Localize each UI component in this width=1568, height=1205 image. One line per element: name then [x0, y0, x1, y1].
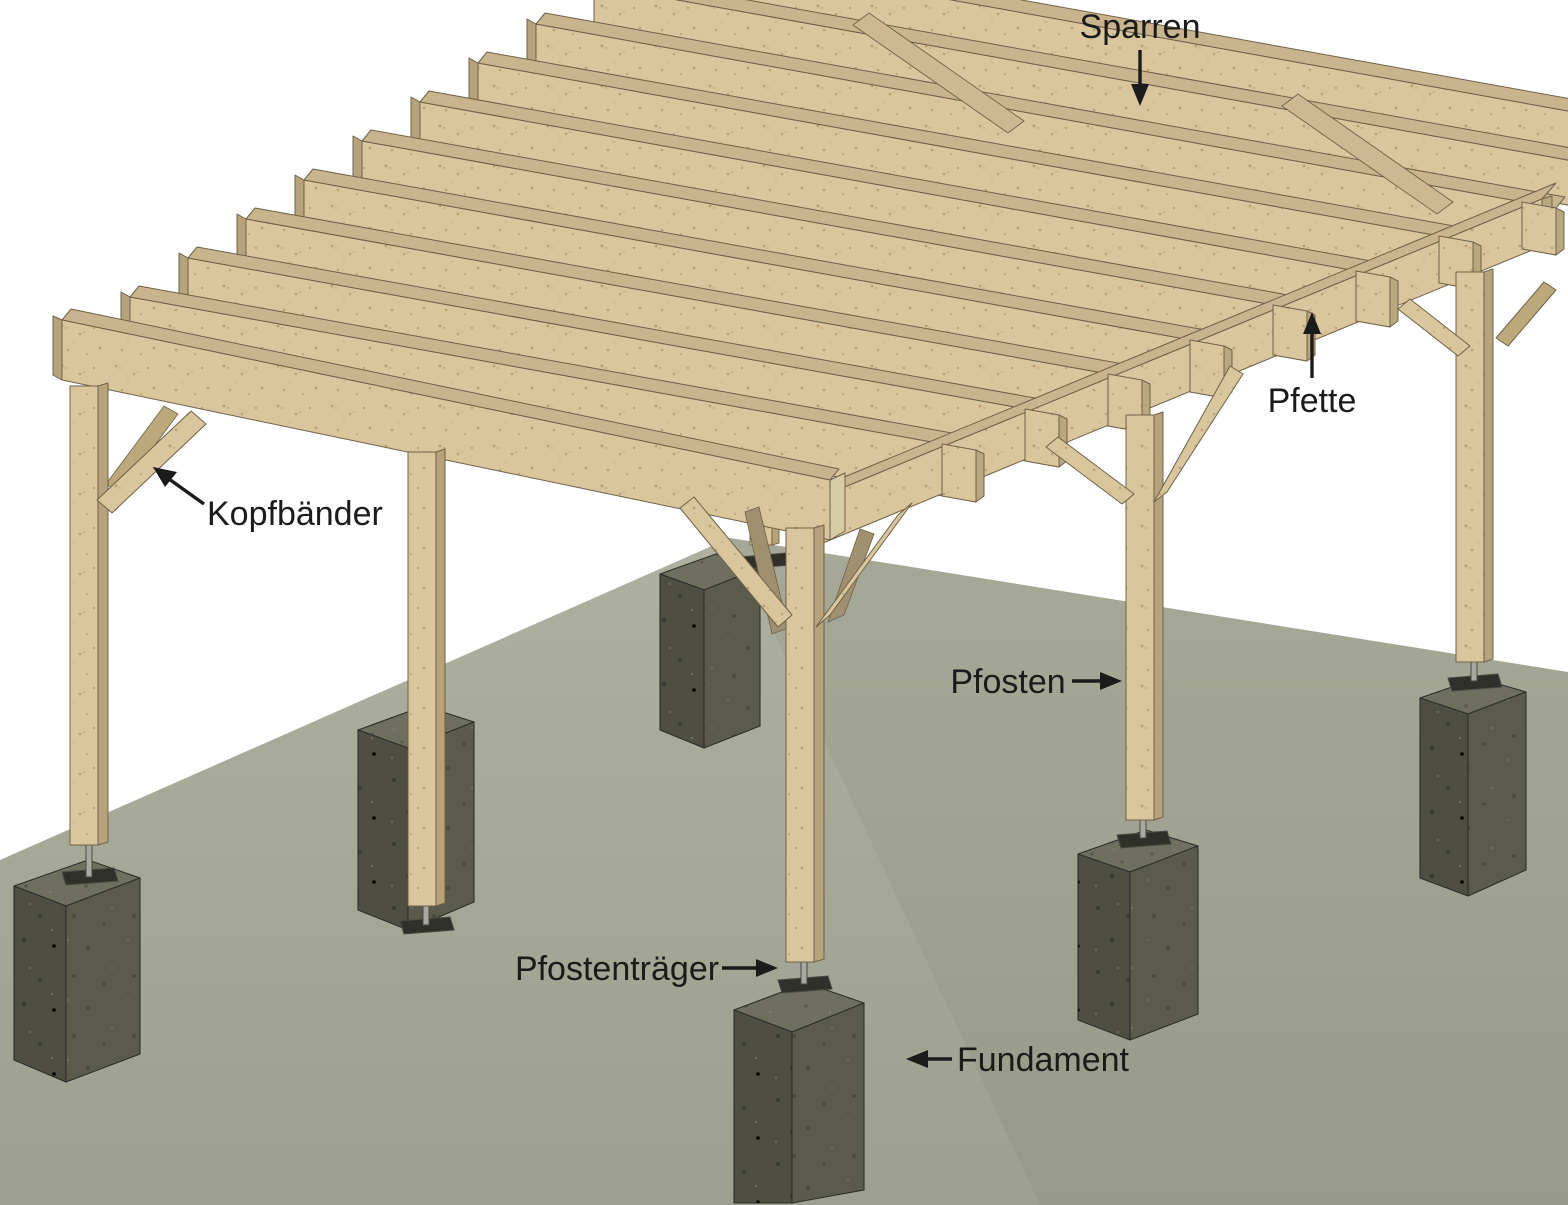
- annotation-fundament: Fundament: [906, 1041, 1130, 1079]
- annotation-pfette: Pfette: [1268, 312, 1357, 420]
- label-kopfbaender: Kopfbänder: [207, 495, 383, 533]
- rafter-end: [941, 443, 985, 503]
- label-pfette: Pfette: [1268, 382, 1357, 420]
- post-front-corner: [785, 524, 825, 963]
- label-fundament: Fundament: [957, 1041, 1130, 1079]
- side-beam-end-grain: [829, 472, 846, 541]
- post: [407, 448, 446, 907]
- posts: [69, 268, 1494, 963]
- knee-brace: [1397, 298, 1471, 357]
- knee-brace: [1045, 436, 1135, 505]
- arrow-sparren-head: [1131, 84, 1149, 106]
- annotation-sparren: Sparren: [1080, 8, 1201, 106]
- foundation-blocks: [13, 553, 1527, 1204]
- wind-brace-board: [1281, 93, 1454, 215]
- wind-brace-board: [852, 12, 1025, 134]
- rafter: [526, 12, 1566, 256]
- arrow-kopfbaender-head: [153, 467, 177, 487]
- knee-brace: [679, 496, 793, 628]
- foundation-block-fundament: [733, 982, 865, 1204]
- label-pfosten: Pfosten: [950, 663, 1065, 701]
- arrow-pfosten-head: [1100, 672, 1122, 690]
- arrow-kopfbaender-line: [168, 477, 205, 506]
- annotation-pfosten: Pfosten: [950, 663, 1122, 701]
- foundation-block: [1077, 829, 1199, 1041]
- knee-brace: [815, 502, 913, 628]
- annotation-kopfbaender: Kopfbänder: [153, 467, 383, 533]
- annotation-pfostentraeger: Pfostenträger: [515, 950, 778, 988]
- post: [1455, 268, 1494, 663]
- rafter: [468, 51, 1483, 290]
- foundation-block: [1419, 677, 1527, 897]
- post-labeled-pfosten: [1125, 411, 1164, 821]
- knee-brace: [1495, 281, 1557, 347]
- side-beam-left-cap: [52, 315, 63, 381]
- rafter-end: [1521, 201, 1565, 256]
- knee-brace: [96, 410, 207, 514]
- arrow-fundament-head: [906, 1050, 928, 1068]
- side-beam: [52, 308, 846, 541]
- ground-surface: [0, 538, 1568, 1205]
- post: [69, 382, 109, 846]
- rafter-overhangs: [941, 201, 1565, 503]
- knee-braces: [96, 281, 1557, 628]
- knee-brace: [1153, 365, 1244, 503]
- label-pfostentraeger: Pfostenträger: [515, 950, 719, 988]
- label-sparren: Sparren: [1080, 8, 1201, 46]
- arrow-pfette-head: [1303, 312, 1321, 334]
- annotations: Sparren Pfette Kopfbänder Pfosten Pfoste…: [153, 8, 1356, 1079]
- rafter-end: [1355, 270, 1399, 328]
- arrow-pfostentraeger-head: [756, 959, 778, 977]
- rafters: [120, 0, 1568, 503]
- foundation-block: [13, 859, 141, 1083]
- wind-brace-boards: [852, 12, 1454, 215]
